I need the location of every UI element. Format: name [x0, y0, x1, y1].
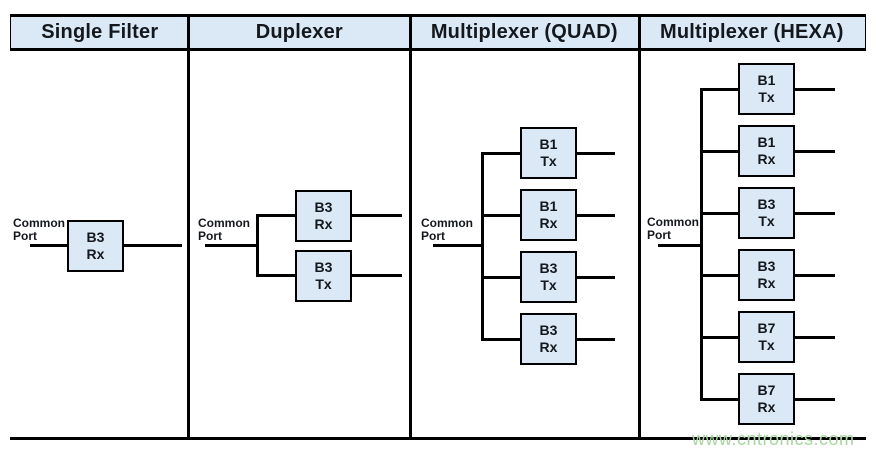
connector-line: [795, 88, 835, 91]
connector-line: [700, 274, 738, 277]
connector-line: [577, 214, 615, 217]
column-divider: [187, 14, 190, 440]
filter-box-band: B7: [757, 382, 776, 398]
connector-trunk-line: [700, 88, 703, 401]
connector-line: [481, 338, 522, 341]
common-port-label: Common Port: [421, 217, 473, 243]
connector-line: [658, 244, 702, 247]
connector-line: [795, 274, 835, 277]
filter-box-mode: Rx: [757, 275, 776, 291]
common-port-label: Common Port: [647, 216, 699, 242]
connector-line: [700, 336, 738, 339]
filter-box: B7 Rx: [738, 373, 795, 425]
filter-box-mode: Tx: [315, 276, 332, 292]
filter-box-band: B1: [757, 72, 776, 88]
connector-line: [795, 336, 835, 339]
connector-line: [433, 244, 483, 247]
filter-box: B1 Rx: [738, 125, 795, 177]
common-port-line2: Port: [647, 228, 671, 242]
connector-line: [124, 244, 182, 247]
filter-box-band: B1: [757, 134, 776, 150]
common-port-line1: Common: [13, 216, 65, 230]
filter-box-band: B3: [539, 260, 558, 276]
column-header-multiplexer-quad: Multiplexer (QUAD): [430, 21, 618, 43]
filter-box-mode: Rx: [539, 215, 558, 231]
column-header-multiplexer-hexa: Multiplexer (HEXA): [659, 21, 844, 43]
watermark-text: www.cntronics.com: [692, 429, 855, 449]
filter-box-mode: Rx: [86, 246, 105, 262]
filter-box-band: B7: [757, 320, 776, 336]
filter-box-mode: Rx: [757, 399, 776, 415]
filter-box-band: B1: [539, 136, 558, 152]
filter-box-band: B3: [539, 322, 558, 338]
connector-line: [577, 338, 615, 341]
common-port-label: Common Port: [13, 217, 65, 243]
common-port-line1: Common: [198, 216, 250, 230]
filter-box-mode: Tx: [540, 153, 557, 169]
filter-box: B3 Rx: [295, 190, 352, 242]
common-port-label: Common Port: [198, 217, 250, 243]
filter-box-band: B3: [86, 229, 105, 245]
connector-line: [577, 152, 615, 155]
table-header-row: Single Filter Duplexer Multiplexer (QUAD…: [10, 14, 866, 51]
connector-line: [700, 150, 738, 153]
filter-box-mode: Rx: [757, 151, 776, 167]
connector-line: [795, 150, 835, 153]
column-header-duplexer: Duplexer: [255, 21, 343, 43]
connector-line: [795, 212, 835, 215]
filter-box-band: B3: [757, 196, 776, 212]
filter-box: B3 Rx: [520, 313, 577, 365]
filter-box: B3 Rx: [67, 220, 124, 272]
connector-line: [205, 244, 258, 247]
filter-box-mode: Tx: [758, 337, 775, 353]
connector-line: [700, 398, 738, 401]
connector-line: [481, 152, 522, 155]
connector-line: [481, 276, 522, 279]
filter-box-mode: Tx: [758, 213, 775, 229]
filter-box: B1 Tx: [520, 127, 577, 179]
connector-line: [700, 212, 738, 215]
connector-line: [30, 244, 68, 247]
connector-line: [256, 214, 296, 217]
connector-line: [481, 214, 522, 217]
column-divider: [638, 14, 641, 440]
connector-line: [700, 88, 738, 91]
connector-trunk-line: [481, 152, 484, 341]
connector-line: [352, 274, 402, 277]
column-divider: [409, 14, 412, 440]
filter-box: B3 Tx: [295, 250, 352, 302]
filter-box-mode: Rx: [539, 339, 558, 355]
filter-box-band: B1: [539, 198, 558, 214]
column-header-single-filter: Single Filter: [41, 21, 159, 43]
filter-box: B3 Tx: [738, 187, 795, 239]
common-port-line2: Port: [198, 229, 222, 243]
filter-box: B7 Tx: [738, 311, 795, 363]
common-port-line1: Common: [421, 216, 473, 230]
common-port-line2: Port: [13, 229, 37, 243]
filter-box-mode: Tx: [758, 89, 775, 105]
connector-line: [256, 274, 296, 277]
filter-box: B3 Rx: [738, 249, 795, 301]
connector-line: [795, 398, 835, 401]
filter-box: B3 Tx: [520, 251, 577, 303]
filter-box-mode: Rx: [314, 216, 333, 232]
filter-box: B1 Tx: [738, 63, 795, 115]
connector-trunk-line: [256, 214, 259, 277]
filter-box-band: B3: [314, 199, 333, 215]
common-port-line2: Port: [421, 229, 445, 243]
common-port-line1: Common: [647, 215, 699, 229]
table-bottom-border: [10, 437, 866, 440]
connector-line: [352, 214, 402, 217]
connector-line: [577, 276, 615, 279]
filter-box-band: B3: [757, 258, 776, 274]
filter-box: B1 Rx: [520, 189, 577, 241]
filter-box-mode: Tx: [540, 277, 557, 293]
filter-box-band: B3: [314, 259, 333, 275]
